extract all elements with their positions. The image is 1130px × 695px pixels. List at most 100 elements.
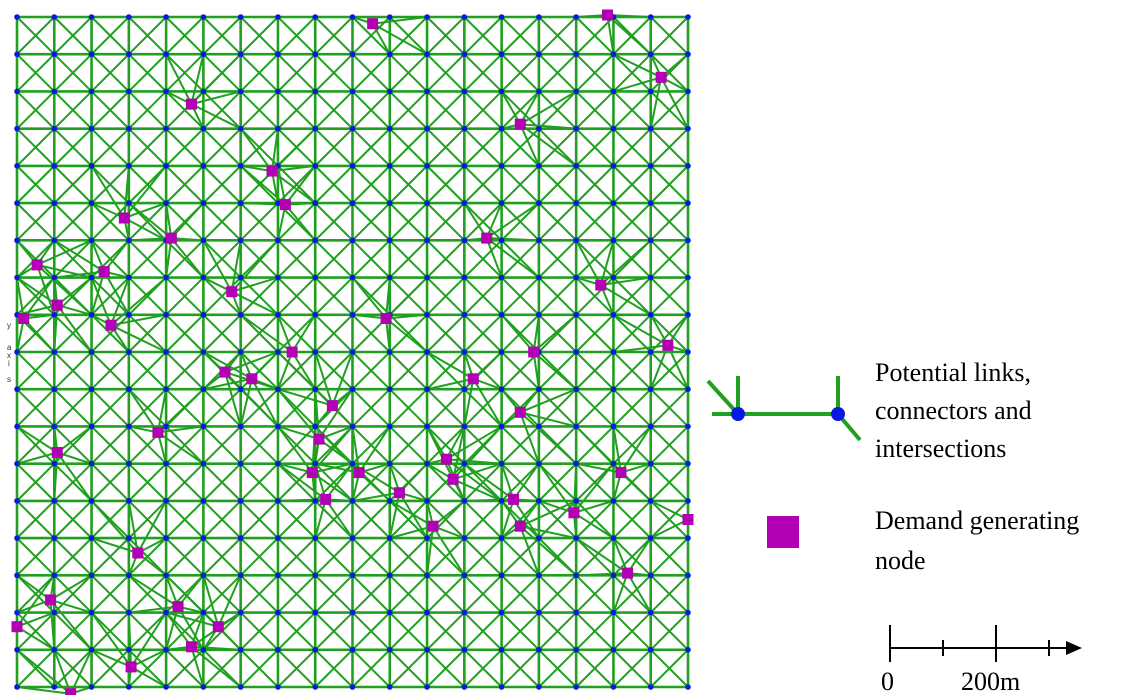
connector-link — [388, 499, 435, 528]
intersection-node — [461, 423, 468, 430]
intersection-node — [88, 684, 95, 690]
intersection-node — [349, 237, 356, 244]
connector-link — [599, 276, 652, 286]
connector-link — [485, 202, 503, 240]
diagonal-link — [53, 313, 93, 353]
connector-link — [276, 313, 294, 353]
connector-link — [599, 239, 615, 286]
intersection-node — [200, 498, 207, 504]
intersection-node — [237, 311, 244, 318]
intersection-node — [312, 609, 319, 616]
intersection-node — [573, 14, 579, 20]
connector-link — [165, 605, 180, 651]
intersection-node — [536, 535, 542, 541]
connector-link — [16, 317, 25, 353]
diagonal-link — [276, 648, 317, 688]
diagonal-link — [426, 611, 466, 651]
diagonal-link — [351, 611, 391, 651]
intersection-node — [647, 572, 654, 579]
diagonal-link — [537, 90, 578, 130]
diagonal-link — [90, 611, 130, 651]
diagonal-link — [351, 127, 391, 167]
diagonal-link — [537, 388, 578, 428]
connector-link — [190, 53, 205, 106]
intersection-node — [349, 423, 356, 430]
demand-generating-node — [682, 514, 694, 525]
connector-link — [276, 462, 314, 474]
connector-link — [156, 431, 205, 465]
demand-generating-node — [11, 621, 23, 633]
intersection-node — [88, 311, 95, 318]
intersection-node — [424, 163, 430, 169]
diagonal-link — [276, 388, 317, 428]
diagonal-link — [276, 239, 317, 279]
connector-link — [165, 574, 220, 628]
legend-links-line-2: connectors and — [875, 396, 1032, 425]
intersection-node — [349, 460, 356, 467]
intersection-node — [610, 572, 617, 579]
connector-link — [426, 377, 475, 391]
intersection-node — [237, 609, 244, 616]
demand-generating-node — [601, 9, 613, 21]
intersection-node — [461, 51, 468, 58]
intersection-node — [461, 609, 468, 616]
diagonal-link — [202, 202, 242, 242]
diagonal-link — [53, 164, 93, 205]
intersection-node — [14, 88, 20, 95]
intersection-node — [51, 163, 58, 169]
intersection-node — [610, 51, 617, 58]
diagonal-link — [575, 648, 615, 688]
intersection-node — [349, 609, 356, 616]
intersection-node — [498, 88, 505, 95]
diagonal-link — [239, 462, 279, 502]
diagonal-link — [90, 276, 130, 316]
demand-generating-node — [595, 279, 607, 291]
legend-demand-line-2: node — [875, 546, 926, 575]
connector-link — [130, 611, 168, 668]
connector-link — [385, 317, 391, 353]
diagonal-link — [388, 611, 429, 651]
connector-link — [452, 425, 466, 481]
intersection-node — [536, 646, 542, 653]
connector-link — [626, 572, 652, 614]
connector-link — [485, 202, 540, 240]
intersection-node — [200, 125, 207, 132]
intersection-node — [312, 14, 319, 20]
diagonal-link — [537, 574, 578, 614]
intersection-node — [88, 423, 95, 430]
connector-link — [53, 648, 72, 695]
intersection-node — [275, 237, 281, 244]
intersection-node — [498, 274, 505, 281]
connector-link — [472, 377, 503, 428]
diagonal-link — [649, 16, 689, 56]
connector-link — [519, 499, 578, 528]
connector-link — [53, 270, 106, 279]
intersection-node — [498, 609, 505, 616]
diagonal-link — [202, 239, 242, 279]
connector-link — [500, 498, 515, 540]
diagonal-link — [202, 499, 242, 540]
demand-generating-node — [568, 507, 580, 519]
connector-link — [16, 425, 59, 454]
connector-link — [90, 537, 139, 554]
intersection-node — [349, 51, 356, 58]
connector-link — [452, 462, 503, 481]
intersection-node — [536, 237, 542, 244]
demand-generating-node — [662, 339, 674, 351]
diagonal-link — [537, 202, 578, 242]
intersection-node — [51, 609, 58, 616]
intersection-node — [647, 200, 654, 206]
connector-link — [56, 276, 93, 307]
diagonal-link — [16, 276, 56, 316]
intersection-node — [647, 88, 654, 95]
intersection-node — [349, 349, 356, 355]
demand-generating-node — [367, 18, 379, 30]
diagonal-link — [16, 611, 56, 651]
connector-link — [16, 648, 72, 695]
intersection-node — [312, 311, 319, 318]
intersection-node — [424, 51, 430, 58]
connector-link — [519, 411, 578, 465]
connector-link — [16, 451, 59, 465]
intersection-node — [126, 609, 132, 616]
connector-link — [426, 525, 435, 577]
